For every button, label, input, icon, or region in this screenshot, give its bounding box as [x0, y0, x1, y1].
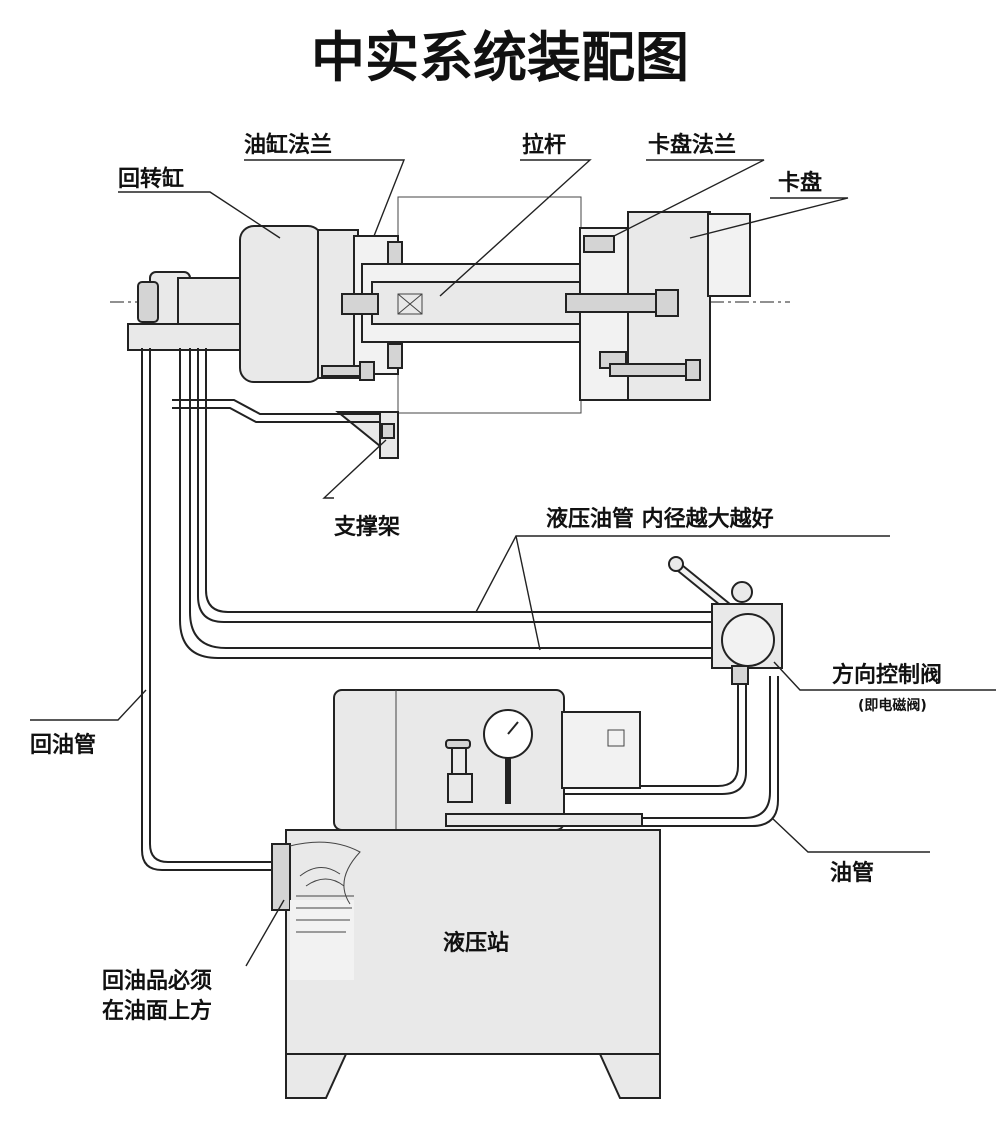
label-return-pipe: 回油管	[30, 732, 96, 758]
label-hydraulic-station: 液压站	[443, 930, 509, 956]
hydraulic-station	[271, 689, 661, 1099]
label-chuck: 卡盘	[778, 170, 822, 196]
label-oil-pipe: 油管	[830, 860, 874, 886]
spindle-assembly	[110, 196, 790, 459]
directional-valve	[668, 556, 783, 685]
return-inlet	[271, 843, 291, 911]
support-bracket	[335, 411, 399, 459]
label-chuck-flange: 卡盘法兰	[648, 132, 736, 158]
rotary-joint	[127, 271, 241, 351]
label-hydraulic-hose: 液压油管 内径越大越好	[546, 506, 774, 532]
label-return-note-line2: 在油面上方	[102, 998, 212, 1024]
leader-lines	[30, 159, 996, 967]
label-directional-valve-note: (即电磁阀)	[858, 697, 927, 714]
chuck-jaw	[707, 213, 751, 297]
pipes	[141, 348, 779, 871]
label-return-note-line1: 回油品必须	[102, 968, 212, 994]
label-support: 支撑架	[334, 514, 400, 540]
label-rotary-cylinder: 回转缸	[118, 166, 184, 192]
label-pull-rod: 拉杆	[522, 132, 566, 158]
diagram-title: 中实系统装配图	[311, 26, 689, 89]
label-directional-valve: 方向控制阀	[832, 662, 942, 688]
label-cylinder-flange: 油缸法兰	[244, 132, 332, 158]
motor	[333, 689, 565, 831]
rotary-cylinder-body	[239, 225, 323, 383]
